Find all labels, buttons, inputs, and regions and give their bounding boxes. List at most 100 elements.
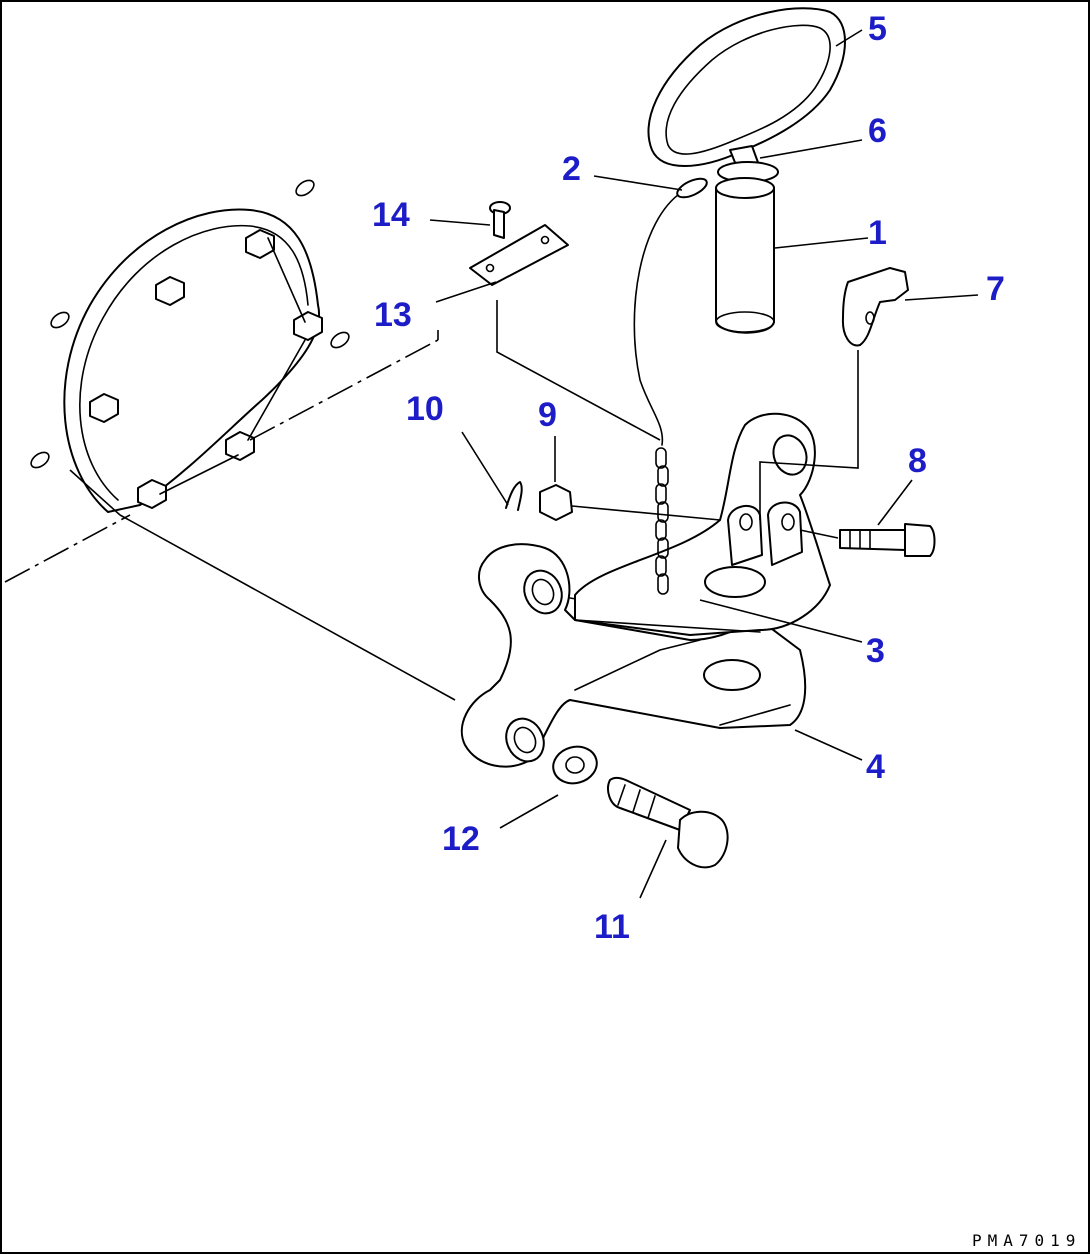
callout-3: 3 [866, 632, 885, 670]
bolt-8-axis [799, 529, 839, 539]
latch [759, 267, 909, 520]
chain-link [655, 447, 667, 469]
pin-top [715, 177, 775, 199]
callout-4: 4 [866, 748, 885, 786]
lug-hole [739, 513, 753, 531]
callout-5: 5 [868, 10, 887, 48]
cover-plate-group [4, 179, 439, 583]
bolt-head [89, 393, 119, 423]
hitch-pin-assembly [647, 7, 846, 334]
centerline [4, 514, 131, 583]
cotter-pin-body [505, 481, 523, 511]
lug-hole [781, 513, 795, 531]
chain-link [655, 519, 667, 541]
pin-tip [715, 311, 775, 333]
assembly-line [69, 469, 121, 516]
leader-10 [461, 431, 509, 506]
pin-handle [647, 7, 846, 167]
hitch-block [574, 412, 831, 636]
leader-6 [759, 139, 863, 159]
chain-link [657, 537, 669, 559]
latch-leader [759, 350, 859, 520]
chain-clip [676, 177, 708, 199]
bracket-bottom-hole-inner [513, 726, 537, 754]
washer-12 [552, 745, 598, 785]
bolt-head [155, 276, 185, 306]
chain-link [657, 501, 669, 523]
washer-12-body [552, 745, 598, 785]
callout-12: 12 [442, 820, 480, 858]
callout-14: 14 [372, 196, 410, 234]
cover-bolt-heads [89, 229, 323, 509]
chain-link [657, 573, 669, 595]
callout-6: 6 [868, 112, 887, 150]
bolt-head [293, 311, 323, 341]
bracket-bottom-hole [505, 717, 545, 763]
drawing-number: PMA7019 [972, 1231, 1081, 1250]
callout-10: 10 [406, 390, 444, 428]
washer [50, 311, 70, 329]
leader-4 [794, 729, 863, 761]
leader-2 [593, 175, 683, 191]
leader-5 [835, 29, 863, 47]
hitch-lug-left [727, 505, 763, 566]
bolt-thread [647, 795, 656, 819]
assembly-line [119, 514, 456, 701]
chain-loose-line [633, 191, 683, 446]
leader-13 [435, 281, 497, 303]
leader-3 [699, 599, 863, 643]
callout-1: 1 [868, 214, 887, 252]
callout-numbers: 1 2 3 4 5 6 7 8 9 10 11 12 13 14 [372, 10, 1005, 946]
callout-13: 13 [374, 296, 412, 334]
plate-hole [485, 263, 495, 273]
latch-hole [865, 311, 875, 325]
pin-handle-inner [665, 24, 831, 155]
plate-13-axis [496, 300, 661, 441]
washer [330, 331, 350, 349]
bolt-8-head [904, 523, 936, 557]
screw-14 [489, 201, 511, 239]
bolt-11-head [677, 810, 729, 869]
bolt-head [225, 431, 255, 461]
washer [295, 179, 315, 197]
hitch-pin-socket [704, 566, 766, 598]
leader-12 [499, 794, 559, 829]
callout-9: 9 [538, 396, 557, 434]
bolt-11-shank [607, 776, 691, 831]
bracket-top-hole-inner [531, 578, 555, 606]
bolt-8 [799, 523, 936, 557]
callout-leaders [429, 29, 979, 899]
bolt-link [247, 339, 306, 441]
nut-9-axis [571, 505, 721, 521]
cover-plate [63, 208, 321, 513]
chain [633, 191, 683, 595]
leader-8 [877, 479, 913, 526]
bolt-link [267, 237, 306, 323]
callout-8: 8 [908, 442, 927, 480]
latch-body [841, 267, 909, 347]
washer [30, 451, 50, 469]
bolt-link [159, 454, 239, 495]
leader-14 [429, 219, 491, 226]
chain-links [655, 447, 669, 595]
chain-link [655, 483, 667, 505]
nut-9-body [539, 484, 573, 521]
bolt-thread [632, 789, 641, 813]
main-bracket [460, 543, 807, 768]
nut-9 [539, 484, 721, 521]
leader-11 [639, 839, 667, 899]
screw-14-shank [493, 209, 505, 239]
bolt-11 [607, 776, 729, 869]
plate-13-body [469, 224, 569, 286]
bracket-edge [574, 639, 701, 691]
bracket-edge [719, 704, 791, 726]
callout-11: 11 [594, 908, 630, 946]
plate-hole [540, 235, 550, 245]
callout-7: 7 [986, 270, 1005, 308]
callout-2: 2 [562, 150, 581, 188]
chain-link [657, 465, 669, 487]
bolt-thread [617, 784, 626, 806]
